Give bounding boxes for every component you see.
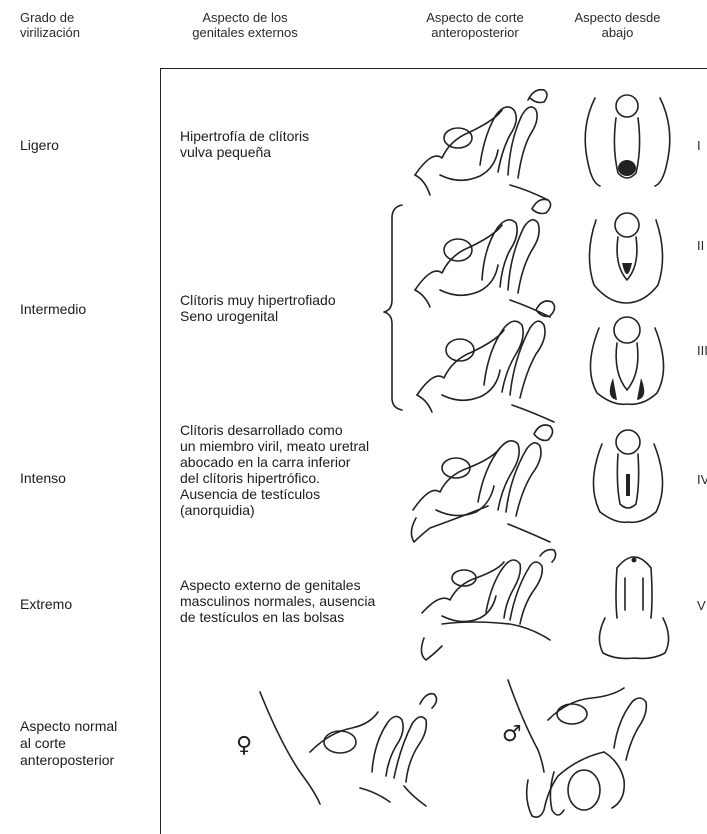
female-symbol: ♀ xyxy=(236,733,252,758)
below-intenso xyxy=(593,430,662,522)
below-intermedio-ii xyxy=(589,213,662,303)
below-intermedio-iii xyxy=(590,317,663,404)
section-intermedio-iii xyxy=(417,301,555,422)
section-normal-male xyxy=(508,680,646,817)
below-extremo xyxy=(599,557,668,658)
section-normal-female xyxy=(260,692,437,806)
male-symbol: ♂ xyxy=(502,722,522,747)
below-ligero xyxy=(585,95,670,186)
section-extremo xyxy=(421,550,555,660)
section-intenso xyxy=(411,425,552,542)
section-intermedio-ii xyxy=(415,199,551,317)
section-ligero xyxy=(415,90,548,200)
grouping-brace xyxy=(384,205,402,410)
